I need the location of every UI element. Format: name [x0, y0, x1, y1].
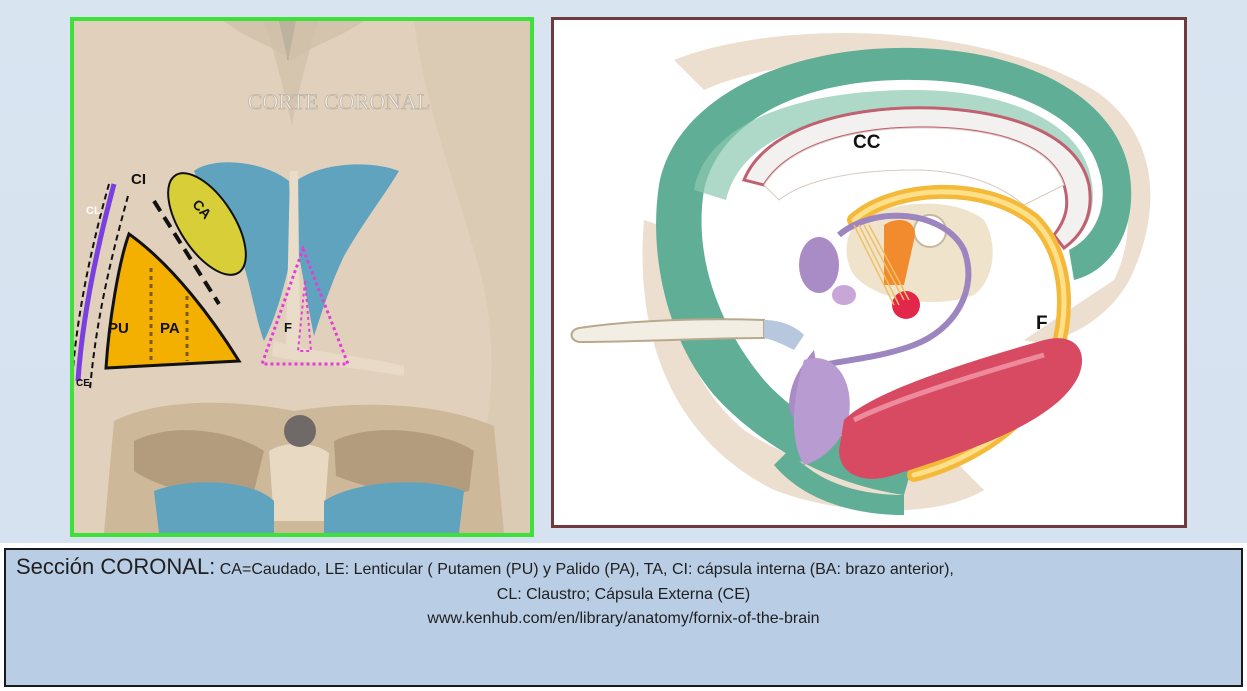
label-pa: PA [160, 320, 180, 337]
caption-line-2: CL: Claustro; Cápsula Externa (CE) [16, 583, 1231, 607]
fornix-illustration-image: CC F [551, 17, 1187, 528]
caption-box: Sección CORONAL: CA=Caudado, LE: Lenticu… [4, 548, 1243, 687]
caption-line-1-text: CA=Caudado, LE: Lenticular ( Putamen (PU… [215, 561, 954, 578]
caption-source-url: www.kenhub.com/en/library/anatomy/fornix… [16, 607, 1231, 631]
label-cl: CL [86, 205, 101, 217]
label-pu: PU [108, 320, 129, 337]
coronal-section-drawing: CORTE CORONAL [74, 21, 530, 533]
caption-line-1: Sección CORONAL: CA=Caudado, LE: Lenticu… [16, 554, 1231, 583]
watermark-text: CORTE CORONAL [248, 89, 431, 114]
coronal-section-image: CORTE CORONAL CL CI CA PU PA F CE [70, 17, 534, 537]
label-f-left: F [284, 320, 292, 335]
label-ci: CI [131, 171, 146, 188]
caption-title: Sección CORONAL: [16, 554, 215, 579]
label-ce: CE [76, 378, 90, 389]
fornix-illustration-drawing [554, 20, 1184, 525]
label-cc: CC [853, 132, 880, 154]
label-f-right: F [1036, 313, 1048, 335]
